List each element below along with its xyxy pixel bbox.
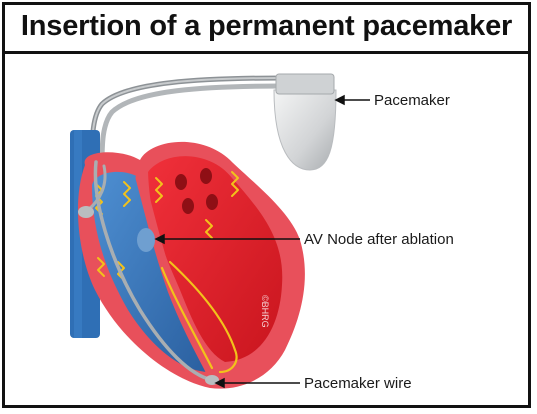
pulmonary-vein-opening (200, 168, 212, 184)
pulmonary-vein-opening (182, 198, 194, 214)
heart (78, 142, 305, 389)
pacemaker-wire-label: Pacemaker wire (304, 375, 412, 392)
pulmonary-vein-opening (206, 194, 218, 210)
av-node (137, 228, 155, 252)
pacemaker-label: Pacemaker (374, 92, 450, 109)
av-node-label: AV Node after ablation (304, 231, 454, 248)
watermark: ©BHRG (260, 295, 270, 328)
pacemaker-device (274, 74, 336, 170)
pulmonary-vein-opening (175, 174, 187, 190)
